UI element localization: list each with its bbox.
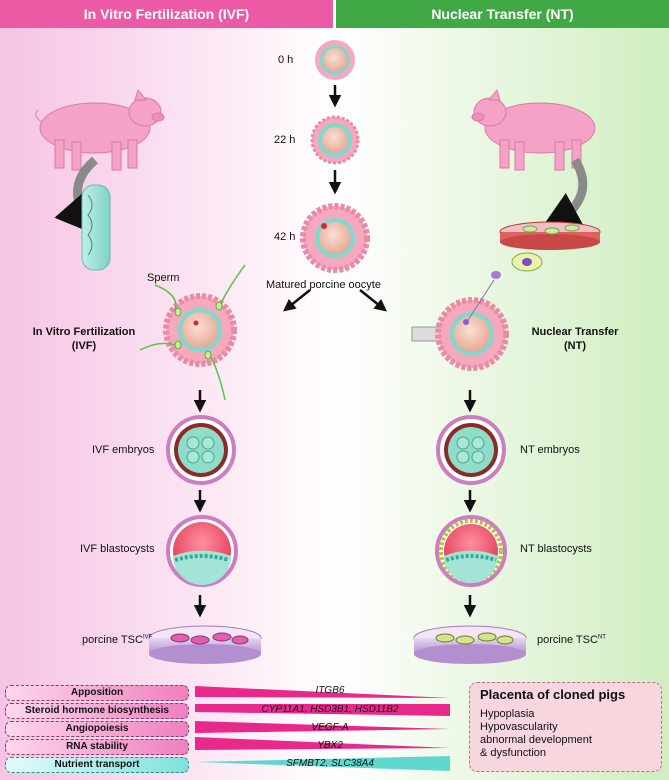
sperm-tube bbox=[81, 184, 111, 271]
placenta-item: Hypovascularity bbox=[480, 721, 558, 733]
nt-pig-illustration bbox=[471, 88, 596, 171]
time-42h: 42 h bbox=[274, 231, 296, 243]
placenta-title: Placenta of cloned pigs bbox=[480, 687, 626, 702]
nt-blastocyst bbox=[435, 515, 507, 587]
gene-apposition: ITGB6 bbox=[315, 685, 345, 696]
ivf-tsc-sup: IVF bbox=[142, 634, 153, 641]
ivf-tsc-dish bbox=[148, 625, 262, 664]
nt-oocyte bbox=[411, 279, 509, 371]
ivf-header: In Vitro Fertilization (IVF) bbox=[0, 0, 333, 28]
ivf-pig-illustration bbox=[35, 88, 165, 171]
ivf-blastocysts-label: IVF blastocysts bbox=[80, 543, 155, 555]
nt-embryos-label: NT embryos bbox=[520, 444, 580, 456]
placenta-item: abnormal development bbox=[480, 734, 592, 746]
row-angiopoiesis: Angiopoiesis bbox=[5, 721, 189, 737]
gene-angiopoiesis: VEGF-A bbox=[311, 722, 349, 733]
nt-header: Nuclear Transfer (NT) bbox=[336, 0, 669, 28]
oocyte-22h bbox=[310, 115, 360, 165]
placenta-item: Hypoplasia bbox=[480, 708, 535, 720]
ivf-embryos-label: IVF embryos bbox=[92, 444, 155, 456]
sperm-label: Sperm bbox=[147, 272, 180, 284]
ivf-tsc-label: porcine TSCIVF bbox=[82, 634, 152, 646]
ivf-method-label: In Vitro Fertilization (IVF) bbox=[24, 325, 144, 353]
row-nutrient-transport: Nutrient transport bbox=[5, 757, 189, 773]
ivf-oocyte bbox=[139, 264, 246, 401]
nt-tsc-sup: NT bbox=[597, 634, 606, 641]
placenta-box: Placenta of cloned pigs Hypoplasia Hypov… bbox=[469, 682, 662, 772]
time-0h: 0 h bbox=[278, 54, 294, 66]
ivf-blastocyst bbox=[166, 515, 238, 587]
nt-blastocysts-label: NT blastocysts bbox=[520, 543, 592, 555]
nt-method-label: Nuclear Transfer (NT) bbox=[520, 325, 630, 353]
gene-rna-stability: YBX2 bbox=[317, 740, 343, 751]
ivf-embryo bbox=[166, 415, 236, 485]
nt-tsc-label: porcine TSCNT bbox=[537, 634, 606, 646]
placenta-item: & dysfunction bbox=[480, 747, 547, 759]
ivf-tsc-text: porcine TSC bbox=[82, 634, 143, 646]
nt-method-line1: Nuclear Transfer bbox=[531, 326, 619, 338]
ivf-method-line1: In Vitro Fertilization bbox=[32, 326, 136, 338]
row-steroid: Steroid hormone biosynthesis bbox=[5, 703, 189, 719]
gene-steroid: CYP11A1, HSD3B1, HSD11B2 bbox=[261, 704, 399, 715]
gene-nutrient-transport: SFMBT2, SLC38A4 bbox=[286, 758, 374, 769]
nt-embryo bbox=[436, 415, 506, 485]
time-22h: 22 h bbox=[274, 134, 296, 146]
donor-cell bbox=[491, 252, 543, 279]
nt-tsc-text: porcine TSC bbox=[537, 634, 598, 646]
row-rna-stability: RNA stability bbox=[5, 739, 189, 755]
gene-expression-wedges bbox=[195, 686, 450, 771]
oocyte-label: Matured porcine oocyte bbox=[266, 279, 381, 291]
row-apposition: Apposition bbox=[5, 685, 189, 701]
somatic-cell-dish bbox=[499, 221, 601, 250]
oocyte-42h bbox=[300, 203, 370, 273]
nt-method-line2: (NT) bbox=[564, 340, 586, 352]
oocyte-0h bbox=[315, 40, 355, 80]
ivf-method-line2: (IVF) bbox=[71, 340, 97, 352]
nt-tsc-dish bbox=[413, 625, 527, 664]
